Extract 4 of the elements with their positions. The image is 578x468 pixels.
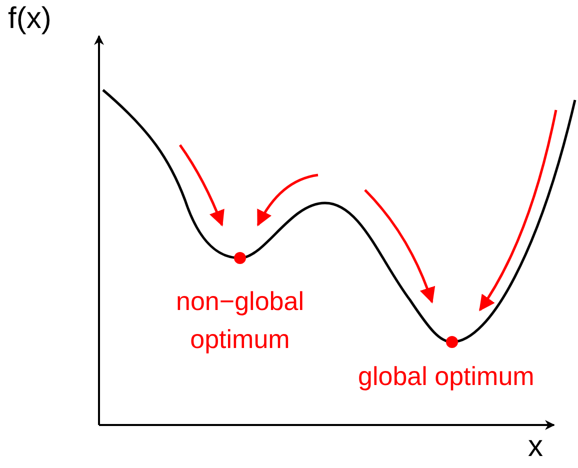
annotation: non−global optimum (175, 285, 305, 356)
annotation: global optimum (358, 361, 534, 392)
axis-label: f(x) (8, 2, 52, 36)
axis-label: x (528, 430, 543, 464)
